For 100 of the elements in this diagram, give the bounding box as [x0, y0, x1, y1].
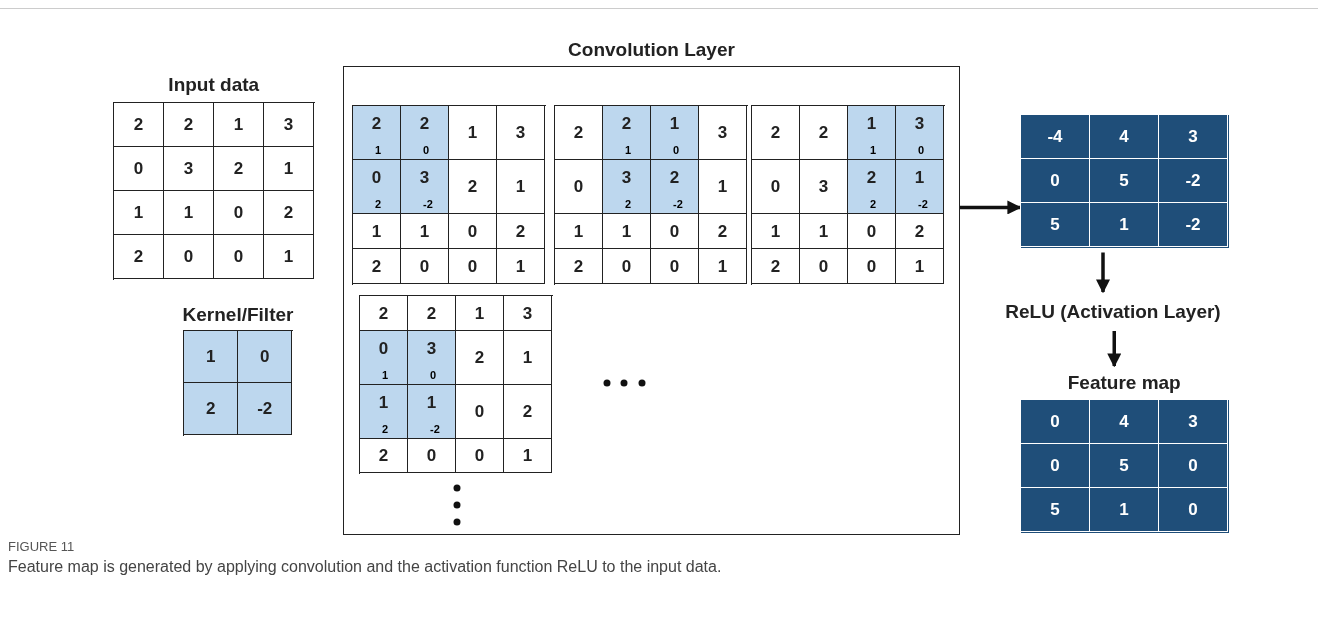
cell-value: 1	[716, 256, 729, 277]
arrow	[1096, 252, 1110, 294]
kernel-weight: -2	[430, 423, 440, 435]
cell-value: 0	[418, 256, 431, 277]
cell-value: 2	[132, 115, 145, 135]
cell-value: 1	[232, 115, 245, 135]
cell-value: 0	[1049, 456, 1061, 476]
cell-value: 0	[865, 221, 878, 242]
cell-value: 0	[232, 247, 245, 267]
layer-label: ReLU (Activation Layer)	[995, 298, 1231, 326]
cell-value: 0	[370, 168, 383, 188]
cell-value: 0	[466, 221, 479, 242]
cell-value: 0	[769, 177, 782, 197]
arrow	[960, 200, 1022, 215]
cell-value: 0	[668, 221, 681, 242]
kernel-weight: 1	[382, 369, 389, 381]
cell-value: 0	[377, 339, 390, 359]
cell-value: 5	[1049, 500, 1061, 520]
cell-value: 1	[425, 393, 438, 413]
cell-value: 0	[668, 256, 681, 277]
cell-value: 2	[668, 168, 681, 188]
kernel-weight: 2	[870, 198, 877, 210]
cell-value: 0	[865, 256, 878, 277]
cell-value: 5	[1049, 215, 1061, 235]
cell-value: 0	[817, 256, 830, 277]
kernel-weight: 0	[430, 369, 437, 381]
cell-value: 0	[425, 446, 438, 466]
cell-value: 2	[473, 348, 486, 368]
cell-value: 2	[425, 303, 438, 324]
cell-value: 2	[377, 446, 390, 466]
kernel-weight: 2	[375, 198, 382, 210]
cell-value: 1	[282, 247, 295, 267]
cell-value: 1	[205, 347, 217, 367]
cell-value: 1	[466, 123, 479, 143]
cell-value: 1	[418, 221, 431, 242]
arrow	[1107, 331, 1122, 368]
cell-value: 3	[1187, 127, 1199, 147]
cell-value: 1	[132, 203, 145, 223]
cell-value: 0	[473, 402, 486, 422]
figure-number: FIGURE 11	[8, 539, 75, 554]
cell-value: 0	[473, 446, 486, 466]
cell-value: 2	[370, 256, 383, 277]
cell-value: 1	[521, 446, 534, 466]
cell-value: 3	[716, 123, 729, 143]
kernel-weight: -2	[423, 198, 433, 210]
cell-value: 5	[1118, 456, 1130, 476]
cell-value: 2	[466, 177, 479, 197]
cell-value: 2	[182, 115, 195, 135]
matrix-title: Kernel/Filter	[181, 304, 295, 326]
cell-value: 5	[1118, 171, 1130, 191]
cell-value: 3	[418, 168, 431, 188]
cell-value: 3	[620, 168, 633, 188]
cell-value: 0	[1049, 412, 1061, 432]
kernel-weight: 1	[375, 144, 382, 156]
cell-value: 2	[769, 123, 782, 143]
cell-value: 2	[572, 123, 585, 143]
cell-value: 0	[1187, 456, 1199, 476]
cell-value: 1	[668, 114, 681, 134]
cell-value: 1	[817, 221, 830, 242]
cell-value: 0	[620, 256, 633, 277]
figure-caption: Feature map is generated by applying convolution and the activation function ReLU to the input data.	[8, 558, 722, 576]
cell-value: 2	[205, 399, 217, 419]
cell-value: 2	[716, 221, 729, 242]
cell-value: 2	[817, 123, 830, 143]
kernel-weight: 1	[870, 144, 877, 156]
cell-value: 0	[182, 247, 195, 267]
cell-value: 1	[182, 203, 195, 223]
cell-value: 0	[1187, 500, 1199, 520]
cell-value: 3	[521, 303, 534, 324]
cell-value: 2	[377, 303, 390, 324]
cell-value: 3	[817, 177, 830, 197]
cell-value: 1	[473, 303, 486, 324]
cell-value: 1	[620, 221, 633, 242]
cell-value: 2	[913, 221, 926, 242]
cell-value: 2	[521, 402, 534, 422]
cell-value: 2	[620, 114, 633, 134]
matrix-title: Feature map	[1066, 372, 1182, 394]
cell-value: 4	[1118, 412, 1130, 432]
kernel-weight: 2	[625, 198, 632, 210]
cell-value: -4	[1046, 127, 1064, 147]
cell-value: -2	[256, 399, 274, 419]
cell-value: 0	[259, 347, 271, 367]
cell-value: 1	[514, 177, 527, 197]
cell-value: 3	[514, 123, 527, 143]
kernel-weight: -2	[673, 198, 683, 210]
cell-value: 0	[1049, 171, 1061, 191]
cell-value: 2	[232, 159, 245, 179]
cell-value: 3	[425, 339, 438, 359]
cell-value: 1	[913, 168, 926, 188]
cell-value: 1	[913, 256, 926, 277]
cell-value: 1	[370, 221, 383, 242]
cell-value: 1	[1118, 500, 1130, 520]
kernel-weight: 2	[382, 423, 389, 435]
panel-title: Convolution Layer	[567, 39, 736, 61]
cell-value: 2	[370, 114, 383, 134]
cell-value: 1	[521, 348, 534, 368]
cell-value: 1	[1118, 215, 1130, 235]
cell-value: 1	[282, 159, 295, 179]
cell-value: 0	[232, 203, 245, 223]
cell-value: 3	[282, 115, 295, 135]
